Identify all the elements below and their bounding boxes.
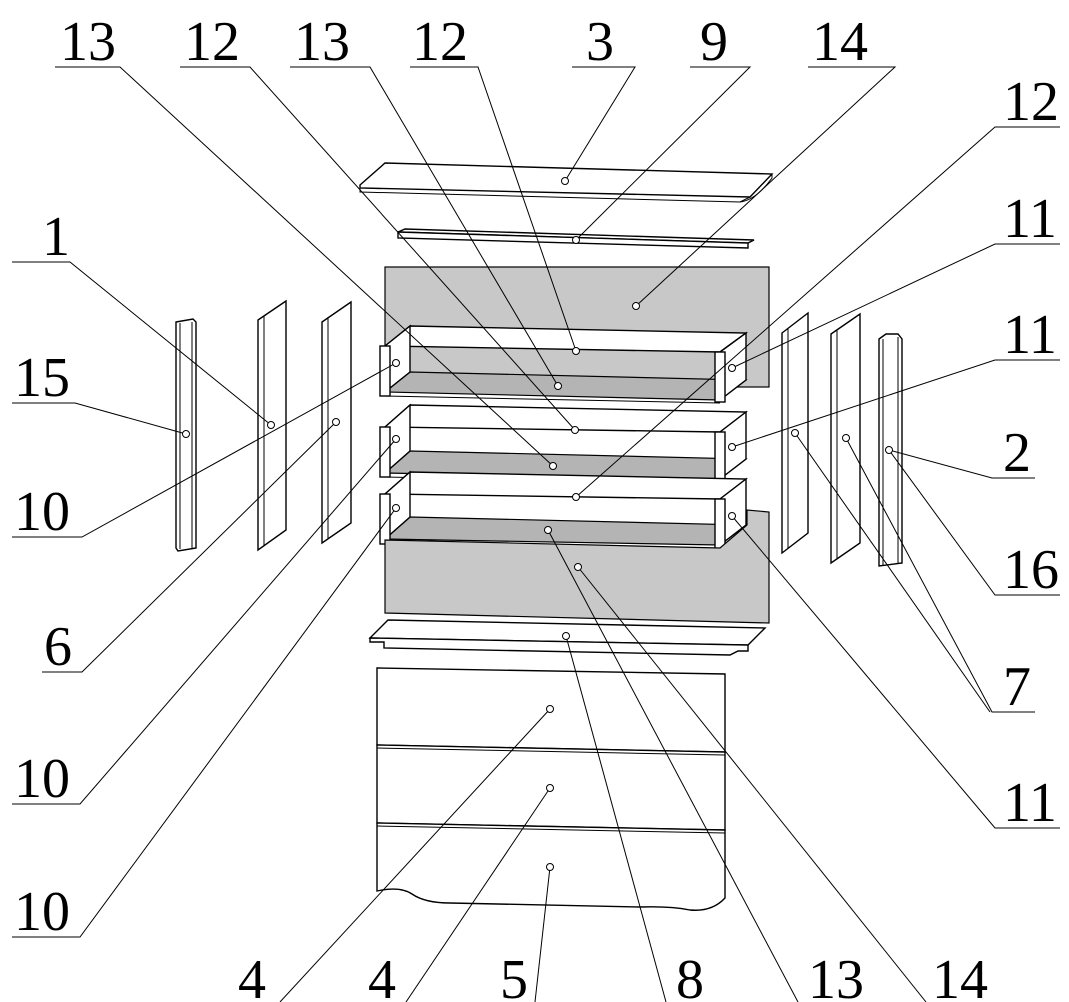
label-right-2: 11 bbox=[1003, 188, 1057, 250]
label-top-3: 13 bbox=[294, 11, 350, 73]
label-top-7: 14 bbox=[812, 11, 868, 73]
label-bottom-5: 13 bbox=[808, 949, 864, 1002]
label-top-2: 12 bbox=[184, 11, 240, 73]
leader-lines bbox=[12, 66, 1060, 1002]
label-right-4: 2 bbox=[1003, 422, 1031, 484]
label-right-7: 11 bbox=[1003, 772, 1057, 834]
label-top-5: 3 bbox=[586, 11, 614, 73]
callout-dots bbox=[182, 177, 893, 871]
label-left-3: 10 bbox=[14, 481, 70, 543]
label-right-6: 7 bbox=[1003, 656, 1031, 718]
label-top-1: 13 bbox=[60, 11, 116, 73]
label-bottom-4: 8 bbox=[676, 949, 704, 1002]
label-bottom-3: 5 bbox=[500, 949, 528, 1002]
label-bottom-6: 14 bbox=[932, 949, 988, 1002]
label-top-6: 9 bbox=[700, 11, 728, 73]
label-right-5: 16 bbox=[1003, 539, 1059, 601]
label-left-5: 10 bbox=[14, 748, 70, 810]
label-top-4: 12 bbox=[412, 11, 468, 73]
label-left-4: 6 bbox=[44, 616, 72, 678]
drawer-box-3 bbox=[379, 470, 749, 550]
label-bottom-1: 4 bbox=[238, 949, 266, 1002]
label-right-3: 11 bbox=[1003, 304, 1057, 366]
label-left-2: 15 bbox=[14, 347, 70, 409]
label-left-1: 1 bbox=[42, 206, 70, 268]
label-left-6: 10 bbox=[14, 881, 70, 943]
label-bottom-2: 4 bbox=[368, 949, 396, 1002]
label-right-1: 12 bbox=[1003, 71, 1059, 133]
